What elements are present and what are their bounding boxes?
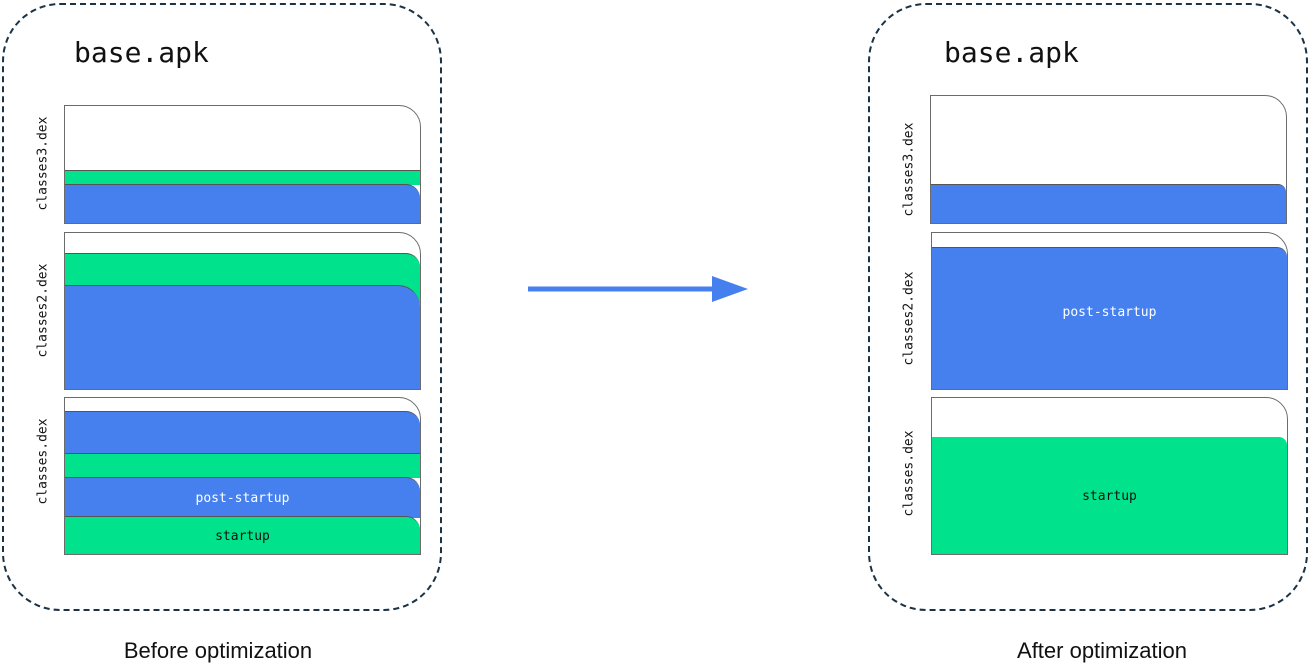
- dex-label-classes-after: classes.dex: [901, 430, 917, 517]
- post-startup-segment: post-startup: [932, 247, 1287, 389]
- startup-segment: [65, 170, 420, 185]
- dex-file-classes3-after: [930, 95, 1287, 224]
- dex-file-classes-before: post-startup startup: [64, 397, 421, 555]
- startup-label: startup: [1082, 489, 1137, 504]
- startup-segment: [65, 453, 420, 478]
- startup-label: startup: [215, 529, 270, 544]
- dex-label-classes3-after: classes3.dex: [901, 122, 917, 217]
- dex-label-classes2-after: classes2.dex: [901, 271, 917, 366]
- post-startup-label: post-startup: [195, 490, 290, 506]
- apk-container-after: [868, 3, 1308, 611]
- arrow-right-icon: [528, 276, 748, 302]
- startup-segment: startup: [65, 516, 420, 554]
- dex-file-classes2-before: [64, 232, 421, 390]
- dex-file-classes2-after: post-startup: [931, 232, 1288, 390]
- post-startup-segment: [65, 285, 420, 389]
- dex-label-classes3-before: classes3.dex: [35, 116, 51, 211]
- post-startup-segment: [931, 184, 1286, 223]
- caption-before: Before optimization: [123, 638, 313, 663]
- post-startup-label: post-startup: [1062, 305, 1157, 320]
- apk-title-after: base.apk: [944, 36, 1079, 69]
- dex-file-classes3-before: [64, 105, 421, 224]
- dex-label-classes2-before: classes2.dex: [35, 263, 51, 358]
- caption-after: After optimization: [1017, 638, 1187, 663]
- post-startup-segment: [65, 184, 420, 223]
- post-startup-segment: [65, 411, 420, 454]
- apk-container-before: [2, 3, 442, 611]
- dex-file-classes-after: startup: [931, 397, 1288, 555]
- post-startup-segment: post-startup: [65, 477, 420, 518]
- apk-title-before: base.apk: [74, 36, 209, 69]
- startup-segment: startup: [932, 437, 1287, 554]
- dex-label-classes-before: classes.dex: [35, 418, 51, 505]
